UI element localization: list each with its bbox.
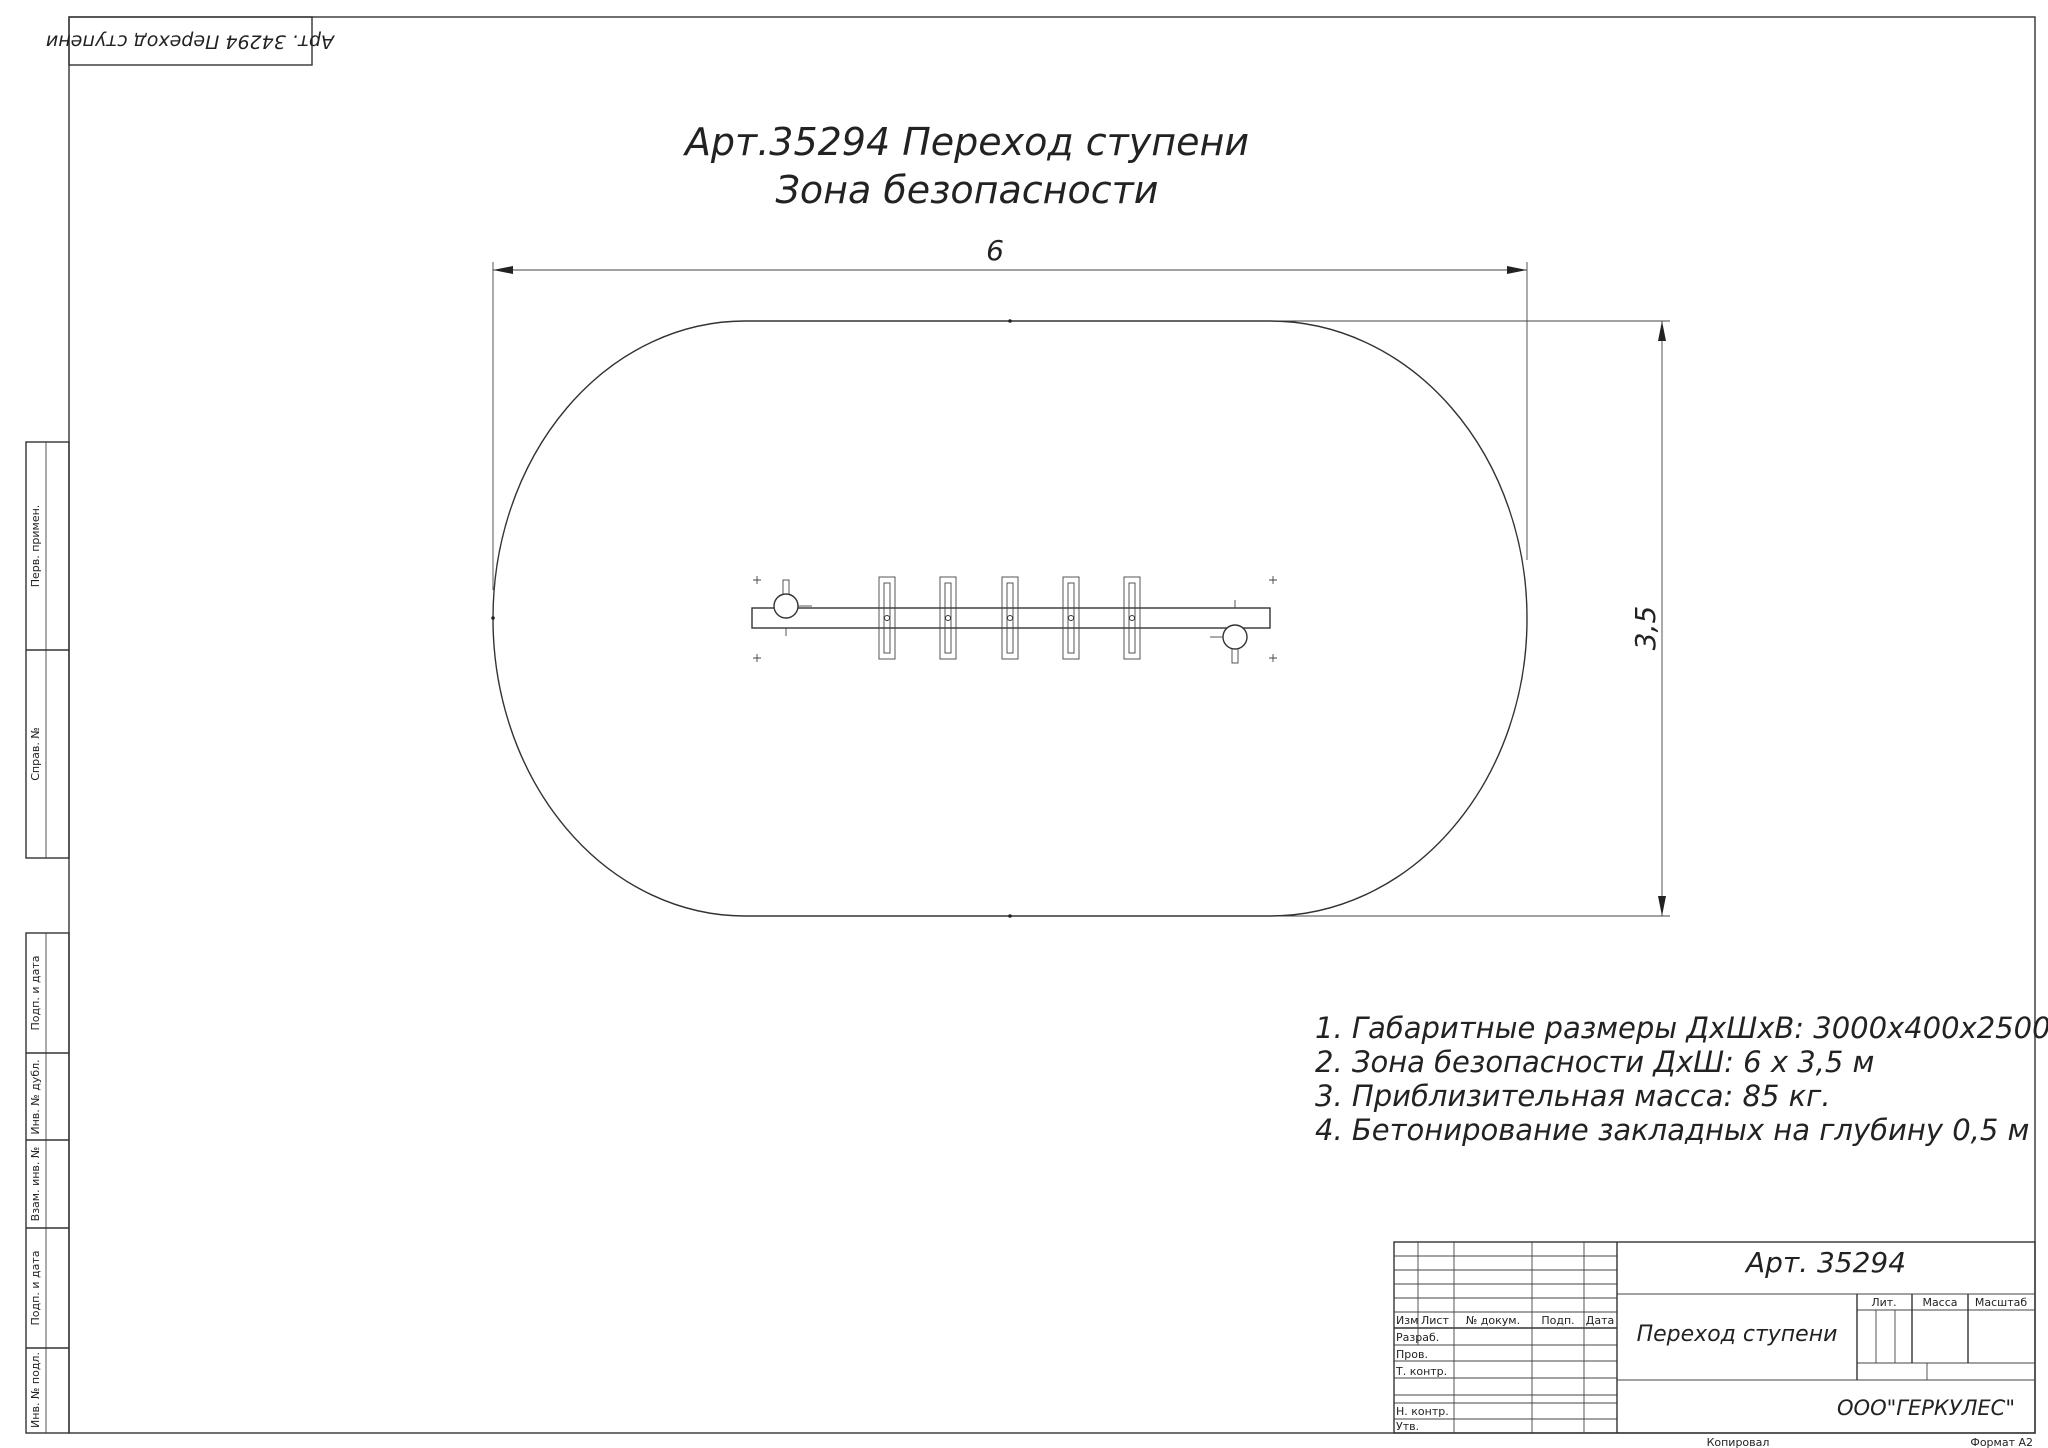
inner-frame bbox=[68, 16, 2036, 1434]
length-label: 6 bbox=[986, 234, 1004, 267]
notes: 1. Габаритные размеры ДхШхВ: 3000х400х25… bbox=[1315, 1011, 2048, 1147]
block-company: ООО"ГЕРКУЛЕС" bbox=[1837, 1396, 2015, 1420]
row-label-nkontr: Н. контр. bbox=[1396, 1405, 1449, 1418]
note-1: 1. Габаритные размеры ДхШхВ: 3000х400х25… bbox=[1315, 1011, 2048, 1045]
side-label-inv-dubl: Инв. № дубл. bbox=[29, 1059, 42, 1134]
corner-stamp: Арт. 34294 Переход ступени bbox=[46, 16, 336, 66]
note-4: 4. Бетонирование закладных на глубину 0,… bbox=[1315, 1113, 2029, 1147]
col-header-doc: № докум. bbox=[1466, 1314, 1520, 1327]
col-header-podp: Подп. bbox=[1541, 1314, 1574, 1327]
row-label-prov: Пров. bbox=[1396, 1348, 1428, 1361]
corner-stamp-text: Арт. 34294 Переход ступени bbox=[46, 31, 336, 53]
header-massa: Масса bbox=[1922, 1296, 1957, 1309]
header-masshtab: Масштаб bbox=[1975, 1296, 2027, 1309]
note-2: 2. Зона безопасности ДхШ: 6 х 3,5 м bbox=[1315, 1045, 1874, 1079]
width-dimension: 3,5 bbox=[1270, 320, 1670, 917]
side-label-sprav: Справ. № bbox=[29, 727, 42, 781]
side-label-podp-2: Подп. и дата bbox=[29, 1251, 42, 1326]
safety-zone-outline bbox=[492, 320, 1528, 917]
title-line-1: Арт.35294 Переход ступени bbox=[682, 120, 1249, 164]
width-label: 3,5 bbox=[1629, 606, 1662, 651]
title-block: Изм Лист № докум. Подп. Дата Разраб. Про… bbox=[1393, 1241, 2036, 1434]
side-label-vzam: Взам. инв. № bbox=[29, 1147, 42, 1222]
side-strip: Перв. примен. Справ. № Подп. и дата Инв.… bbox=[25, 441, 70, 1434]
row-label-razrab: Разраб. bbox=[1396, 1331, 1439, 1344]
left-post bbox=[773, 593, 799, 619]
header-lit: Лит. bbox=[1871, 1296, 1896, 1309]
equipment-plan bbox=[751, 576, 1277, 664]
col-header-izm: Изм bbox=[1396, 1314, 1418, 1327]
col-header-data: Дата bbox=[1586, 1314, 1614, 1327]
side-label-inv-podl: Инв. № подл. bbox=[29, 1352, 42, 1428]
note-3: 3. Приблизительная масса: 85 кг. bbox=[1315, 1079, 1831, 1113]
length-dimension: 6 bbox=[492, 234, 1528, 590]
block-article: Арт. 35294 bbox=[1744, 1246, 1906, 1279]
copied-label: Копировал bbox=[1707, 1436, 1770, 1448]
row-label-utv: Утв. bbox=[1396, 1420, 1419, 1433]
row-label-tkontr: Т. контр. bbox=[1395, 1365, 1447, 1378]
side-label-podp-1: Подп. и дата bbox=[29, 956, 42, 1031]
side-label-perv: Перв. примен. bbox=[29, 505, 42, 588]
col-header-list: Лист bbox=[1421, 1314, 1449, 1327]
block-name: Переход ступени bbox=[1637, 1322, 1838, 1347]
format-label: Формат А2 bbox=[1970, 1436, 2033, 1448]
right-post bbox=[1222, 624, 1248, 650]
title-line-2: Зона безопасности bbox=[776, 168, 1159, 212]
main-beam bbox=[751, 607, 1271, 629]
